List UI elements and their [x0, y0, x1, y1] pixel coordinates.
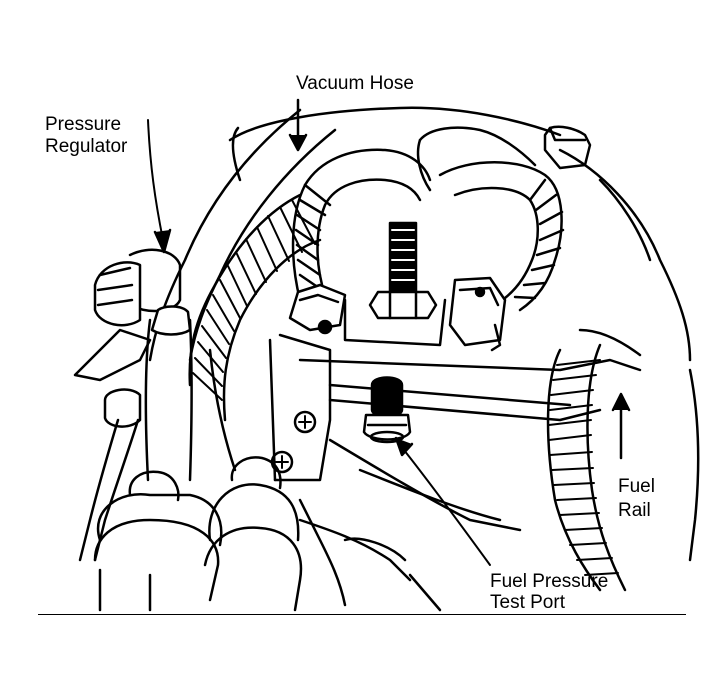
central-plate — [268, 298, 447, 482]
vacuum-hose-label: Vacuum Hose — [296, 73, 414, 94]
right-corrugated-hose — [546, 343, 627, 592]
callout-leaders — [147, 98, 631, 566]
bottom-rule — [38, 614, 686, 615]
pressure-regulator — [73, 248, 182, 428]
test-port-label-line2: Test Port — [490, 592, 565, 613]
lower-fittings — [93, 456, 407, 612]
right-connector — [448, 276, 507, 352]
left-connector — [288, 283, 347, 335]
pressure-regulator-label-line2: Regulator — [45, 136, 128, 157]
test-port-label-line1: Fuel Pressure — [490, 571, 609, 592]
stud-and-nut — [368, 221, 438, 320]
upper-hose-loop — [291, 126, 565, 312]
pressure-regulator-label-line1: Pressure — [45, 114, 122, 135]
fuel-rail-label-line1: Fuel — [618, 476, 655, 497]
fuel-rail-label-line2: Rail — [618, 500, 651, 521]
test-port-valve — [362, 376, 412, 444]
top-right-cap — [543, 125, 592, 170]
fuel-lines-vertical — [78, 305, 237, 562]
